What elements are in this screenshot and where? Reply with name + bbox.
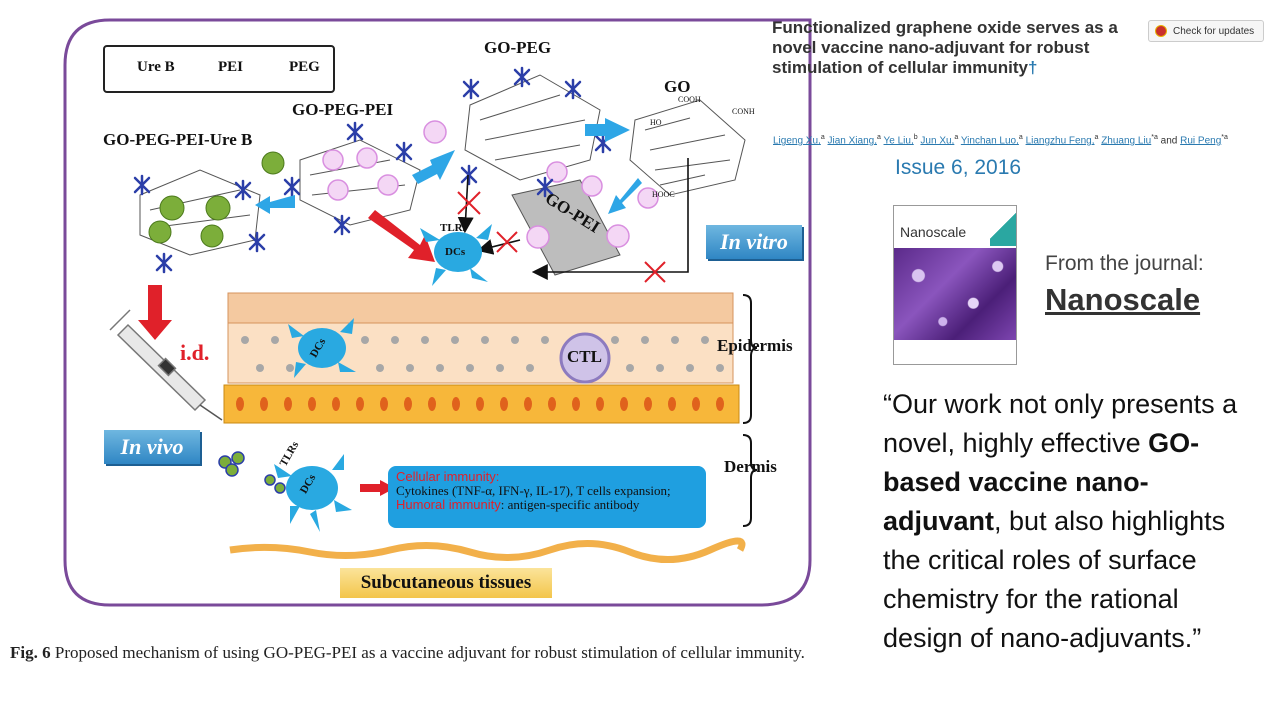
legend-peg: PEG (289, 59, 320, 75)
issue-link[interactable]: Issue 6, 2016 (895, 156, 1022, 179)
mechanism-diagram: Ure B PEI PEG GO-PEG GO GO-PEG-PEI GO-PE… (63, 18, 812, 607)
author-affiliation: a (1018, 134, 1023, 141)
author-link[interactable]: Ye Liu, (883, 135, 914, 147)
cellular-immunity-title: Cellular immunity: (396, 469, 500, 484)
article-title[interactable]: Functionalized graphene oxide serves as … (772, 18, 1132, 78)
legend: Ure B PEI PEG (103, 45, 335, 93)
block-marks (457, 191, 666, 283)
legend-pei: PEI (218, 59, 244, 75)
go-pei-sheet (511, 179, 621, 276)
label-conh: CONH (732, 107, 755, 116)
label-epidermis: Epidermis (717, 336, 793, 355)
label-dcs-top: DCs (445, 246, 466, 258)
author-affiliation: *a (1221, 134, 1228, 141)
quote-bold: GO-based vaccine nano-adjuvant (883, 428, 1200, 536)
go-peg-sheet (464, 74, 601, 181)
author-affiliation: *a (1151, 134, 1158, 141)
journal-name-link[interactable]: Nanoscale (1045, 282, 1201, 317)
black-arrows (457, 158, 689, 280)
label-ctl: CTL (567, 347, 602, 366)
check-updates-button[interactable]: Check for updates (1148, 20, 1264, 42)
dc-cell-top (420, 224, 492, 286)
label-hooc: HOOC (652, 190, 675, 199)
crossmark-icon (1155, 25, 1167, 37)
figure-label: Fig. 6 (10, 643, 51, 662)
label-cooh: COOH (678, 95, 701, 104)
layer-brackets (742, 294, 758, 527)
subcutaneous-wave (229, 537, 746, 563)
journal-cover[interactable]: Nanoscale (893, 205, 1017, 365)
diagram-frame (63, 18, 812, 607)
from-journal-label: From the journal: (1045, 252, 1204, 275)
author-link[interactable]: Zhuang Liu (1101, 135, 1152, 147)
humoral-immunity-title: Humoral immunity (396, 497, 501, 512)
humoral-immunity-text: : antigen-specific antibody (500, 497, 640, 512)
in-vivo-badge: In vivo (104, 430, 200, 464)
label-go-peg-pei: GO-PEG-PEI (292, 100, 394, 119)
label-tlrs-top: TLRs (440, 222, 467, 234)
ctl-cell (559, 332, 611, 384)
author-link[interactable]: Jian Xiang, (827, 135, 877, 147)
cellular-immunity-text: Cytokines (TNF-α, IFN-γ, IL-17), T cells… (396, 483, 671, 498)
author-link[interactable]: Jun Xu, (920, 135, 955, 147)
red-arrows (138, 210, 435, 496)
diagram-graphic (63, 18, 812, 607)
label-go-peg: GO-PEG (484, 38, 552, 57)
immunity-box: Cellular immunity: Cytokines (TNF-α, IFN… (388, 466, 706, 528)
dc-cell-epidermis (288, 318, 356, 378)
syringe (109, 309, 223, 421)
figure-caption: Fig. 6 Proposed mechanism of using GO-PE… (10, 636, 870, 669)
author-list: Ligeng Xu,a Jian Xiang,a Ye Liu,b Jun Xu… (773, 128, 1253, 151)
quote-part2: , but also highlights the critical roles… (883, 506, 1226, 653)
label-go-peg-pei-ure-b: GO-PEG-PEI-Ure B (103, 130, 253, 149)
subcutaneous-label: Subcutaneous tissues (340, 568, 552, 598)
caption-text: Proposed mechanism of using GO-PEG-PEI a… (50, 643, 805, 662)
cover-image (894, 248, 1016, 340)
article-title-text: Functionalized graphene oxide serves as … (772, 18, 1118, 77)
in-vitro-badge: In vitro (706, 225, 802, 259)
cover-title: Nanoscale (900, 224, 967, 240)
blue-arrows (255, 118, 642, 214)
go-sheet (629, 99, 746, 196)
label-ho: HO (650, 118, 662, 127)
check-updates-label: Check for updates (1173, 26, 1255, 37)
cover-corner-graphic (990, 206, 1016, 246)
quote-block: “Our work not only presents a novel, hig… (883, 385, 1263, 658)
author-link[interactable]: Rui Peng (1180, 135, 1222, 147)
footnote-dagger[interactable]: † (1027, 58, 1038, 77)
author-affiliation: b (913, 134, 918, 141)
author-link[interactable]: Yinchan Luo, (960, 135, 1019, 147)
author-affiliation: a (1094, 134, 1099, 141)
label-dermis: Dermis (724, 457, 777, 476)
label-id: i.d. (180, 340, 210, 365)
author-link[interactable]: Ligeng Xu, (773, 135, 821, 147)
author-affiliation: a (877, 134, 881, 141)
author-link[interactable]: Liangzhu Feng, (1025, 135, 1095, 147)
and-word: and (1160, 135, 1178, 147)
label-go: GO (664, 77, 691, 96)
nanoparticle-cluster (218, 451, 286, 494)
dc-cell-bottom (274, 454, 352, 532)
author-affiliation: a (820, 134, 825, 141)
quote-part1: “Our work not only presents a novel, hig… (883, 389, 1238, 458)
author-affiliation: a (954, 134, 959, 141)
legend-ure-b: Ure B (137, 59, 175, 75)
